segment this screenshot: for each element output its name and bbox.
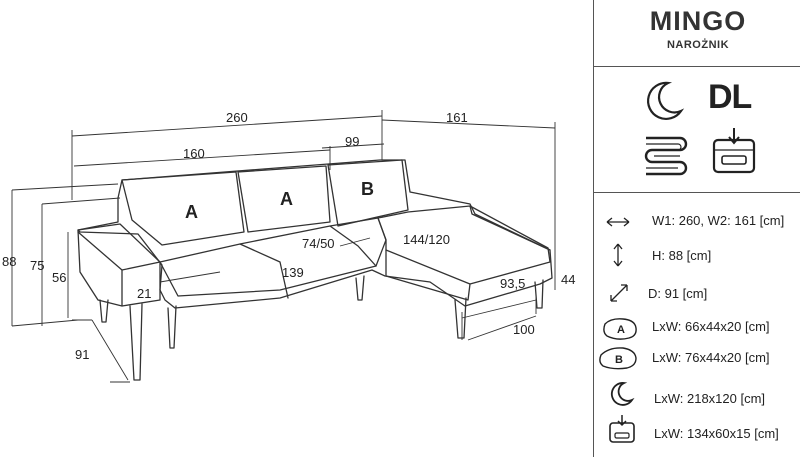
horizontal-double-arrow-icon (606, 217, 630, 227)
moon-icon (610, 382, 635, 406)
cushion-b-icon: B (599, 347, 637, 370)
panel-divider (593, 0, 594, 457)
moon-icon (647, 81, 685, 120)
sofa-leg (534, 279, 544, 309)
dim-chaise-depth: 100 (513, 322, 535, 337)
dim-sleep-depth: 144/120 (403, 232, 450, 247)
sofa-leg (167, 305, 177, 349)
sofa-leg (454, 297, 467, 339)
cushion-a-badge: A (617, 324, 625, 336)
sofa-leg (129, 303, 143, 381)
storage-container-icon (609, 415, 635, 443)
spring-icon (644, 136, 688, 176)
dim-seat-width: 160 (183, 146, 205, 161)
storage-container-icon (712, 128, 756, 174)
product-name: MINGO (649, 6, 747, 36)
sofa-leg (99, 299, 109, 323)
spec-depth: D: 91 [cm] (648, 286, 708, 301)
vertical-double-arrow-icon (613, 243, 623, 267)
back-cushion-a2 (237, 165, 331, 233)
product-category: NAROŻNIK (666, 39, 730, 51)
dim-depth: 91 (75, 347, 90, 362)
spec-height: H: 88 [cm] (652, 248, 712, 263)
panel-divider-mid (593, 192, 800, 193)
cushion-label-b: B (361, 179, 374, 199)
dim-seat-depth: 74/50 (302, 236, 335, 251)
spec-sleeping-area: LxW: 218x120 [cm] (654, 391, 766, 406)
diagonal-double-arrow-icon (610, 284, 628, 302)
seat-cushions (159, 217, 387, 297)
cushion-label-a1: A (185, 202, 198, 222)
dim-chaise-length: 93,5 (500, 276, 526, 291)
cushion-b-badge: B (615, 354, 623, 366)
chaise-longue (377, 205, 551, 301)
sofa-leg (355, 275, 365, 301)
cushion-label-a2: A (280, 189, 293, 209)
dim-chaise-width: 161 (446, 110, 468, 125)
dim-height-arm: 56 (52, 270, 67, 285)
left-armrest (77, 223, 161, 307)
dim-chaise-height: 44 (561, 272, 576, 287)
dim-height-total: 88 (2, 254, 17, 269)
sofa-technical-drawing (11, 110, 556, 383)
spec-storage: LxW: 134x60x15 [cm] (654, 426, 779, 441)
dim-height-back: 75 (30, 258, 45, 273)
dim-arm-width: 21 (137, 286, 152, 301)
back-cushion-b (327, 159, 409, 227)
dim-seat-length: 139 (282, 265, 304, 280)
back-cushion-a1 (121, 171, 245, 246)
dim-total-width: 260 (226, 110, 248, 125)
spec-cushion-a: LxW: 66x44x20 [cm] (652, 319, 770, 334)
spec-width: W1: 260, W2: 161 [cm] (652, 213, 785, 228)
dim-chaise-seat-width: 99 (345, 134, 360, 149)
dl-mechanism-badge: DL (708, 78, 752, 116)
panel-divider-top (593, 66, 800, 67)
cushion-a-icon: A (603, 318, 637, 340)
spec-cushion-b: LxW: 76x44x20 [cm] (652, 350, 770, 365)
